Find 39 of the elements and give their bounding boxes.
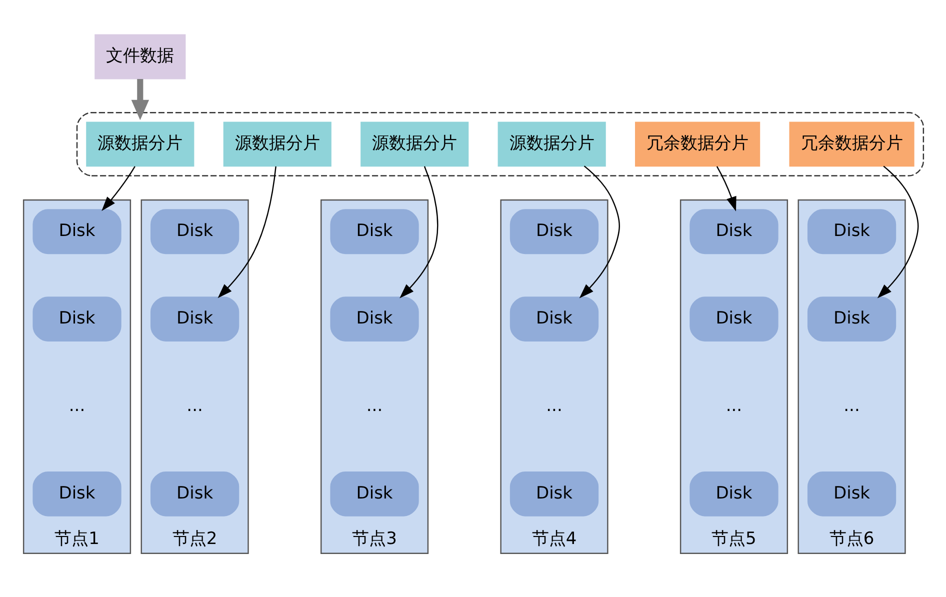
- node-box: Disk: [32, 296, 121, 341]
- arrow: [876, 165, 918, 298]
- node-box: 文件数据: [94, 34, 186, 79]
- node-box: Disk: [330, 470, 418, 516]
- node-box: Disk: [509, 208, 598, 254]
- node-box: 源数据分片: [497, 121, 606, 166]
- node-box: 源数据分片: [360, 121, 468, 166]
- node-box: 冗余数据分片: [788, 121, 914, 166]
- arrow: [578, 165, 620, 298]
- node-box: Disk: [806, 208, 896, 254]
- arrow: [217, 166, 276, 298]
- node-text: ...: [546, 395, 562, 416]
- node-box: Disk: [330, 296, 418, 341]
- node-box: Disk: [689, 208, 778, 254]
- arrow: [101, 166, 135, 211]
- node-box: Disk: [32, 470, 121, 516]
- node-box: Disk: [509, 296, 598, 341]
- node-box: Disk: [689, 470, 778, 516]
- node-text: ...: [68, 395, 85, 416]
- node-box: Disk: [806, 470, 896, 516]
- node-box: Disk: [509, 470, 598, 516]
- node-box: 源数据分片: [222, 121, 331, 166]
- node-text: ...: [366, 395, 382, 416]
- arrow: [130, 78, 149, 120]
- arrow: [716, 166, 736, 211]
- arrow: [399, 166, 438, 298]
- node-box: Disk: [150, 296, 239, 341]
- node-text: ...: [725, 395, 742, 416]
- node-box: Disk: [32, 208, 121, 254]
- node-box: 冗余数据分片: [634, 121, 760, 166]
- node-text: ...: [843, 395, 860, 416]
- node-box: Disk: [689, 296, 778, 341]
- node-box: Disk: [150, 470, 239, 516]
- node-box: 源数据分片: [86, 121, 194, 166]
- node-box: Disk: [150, 208, 239, 254]
- node-box: Disk: [806, 296, 896, 341]
- node-text: ...: [186, 395, 202, 416]
- node-box: Disk: [330, 208, 418, 254]
- cluster: [76, 111, 924, 176]
